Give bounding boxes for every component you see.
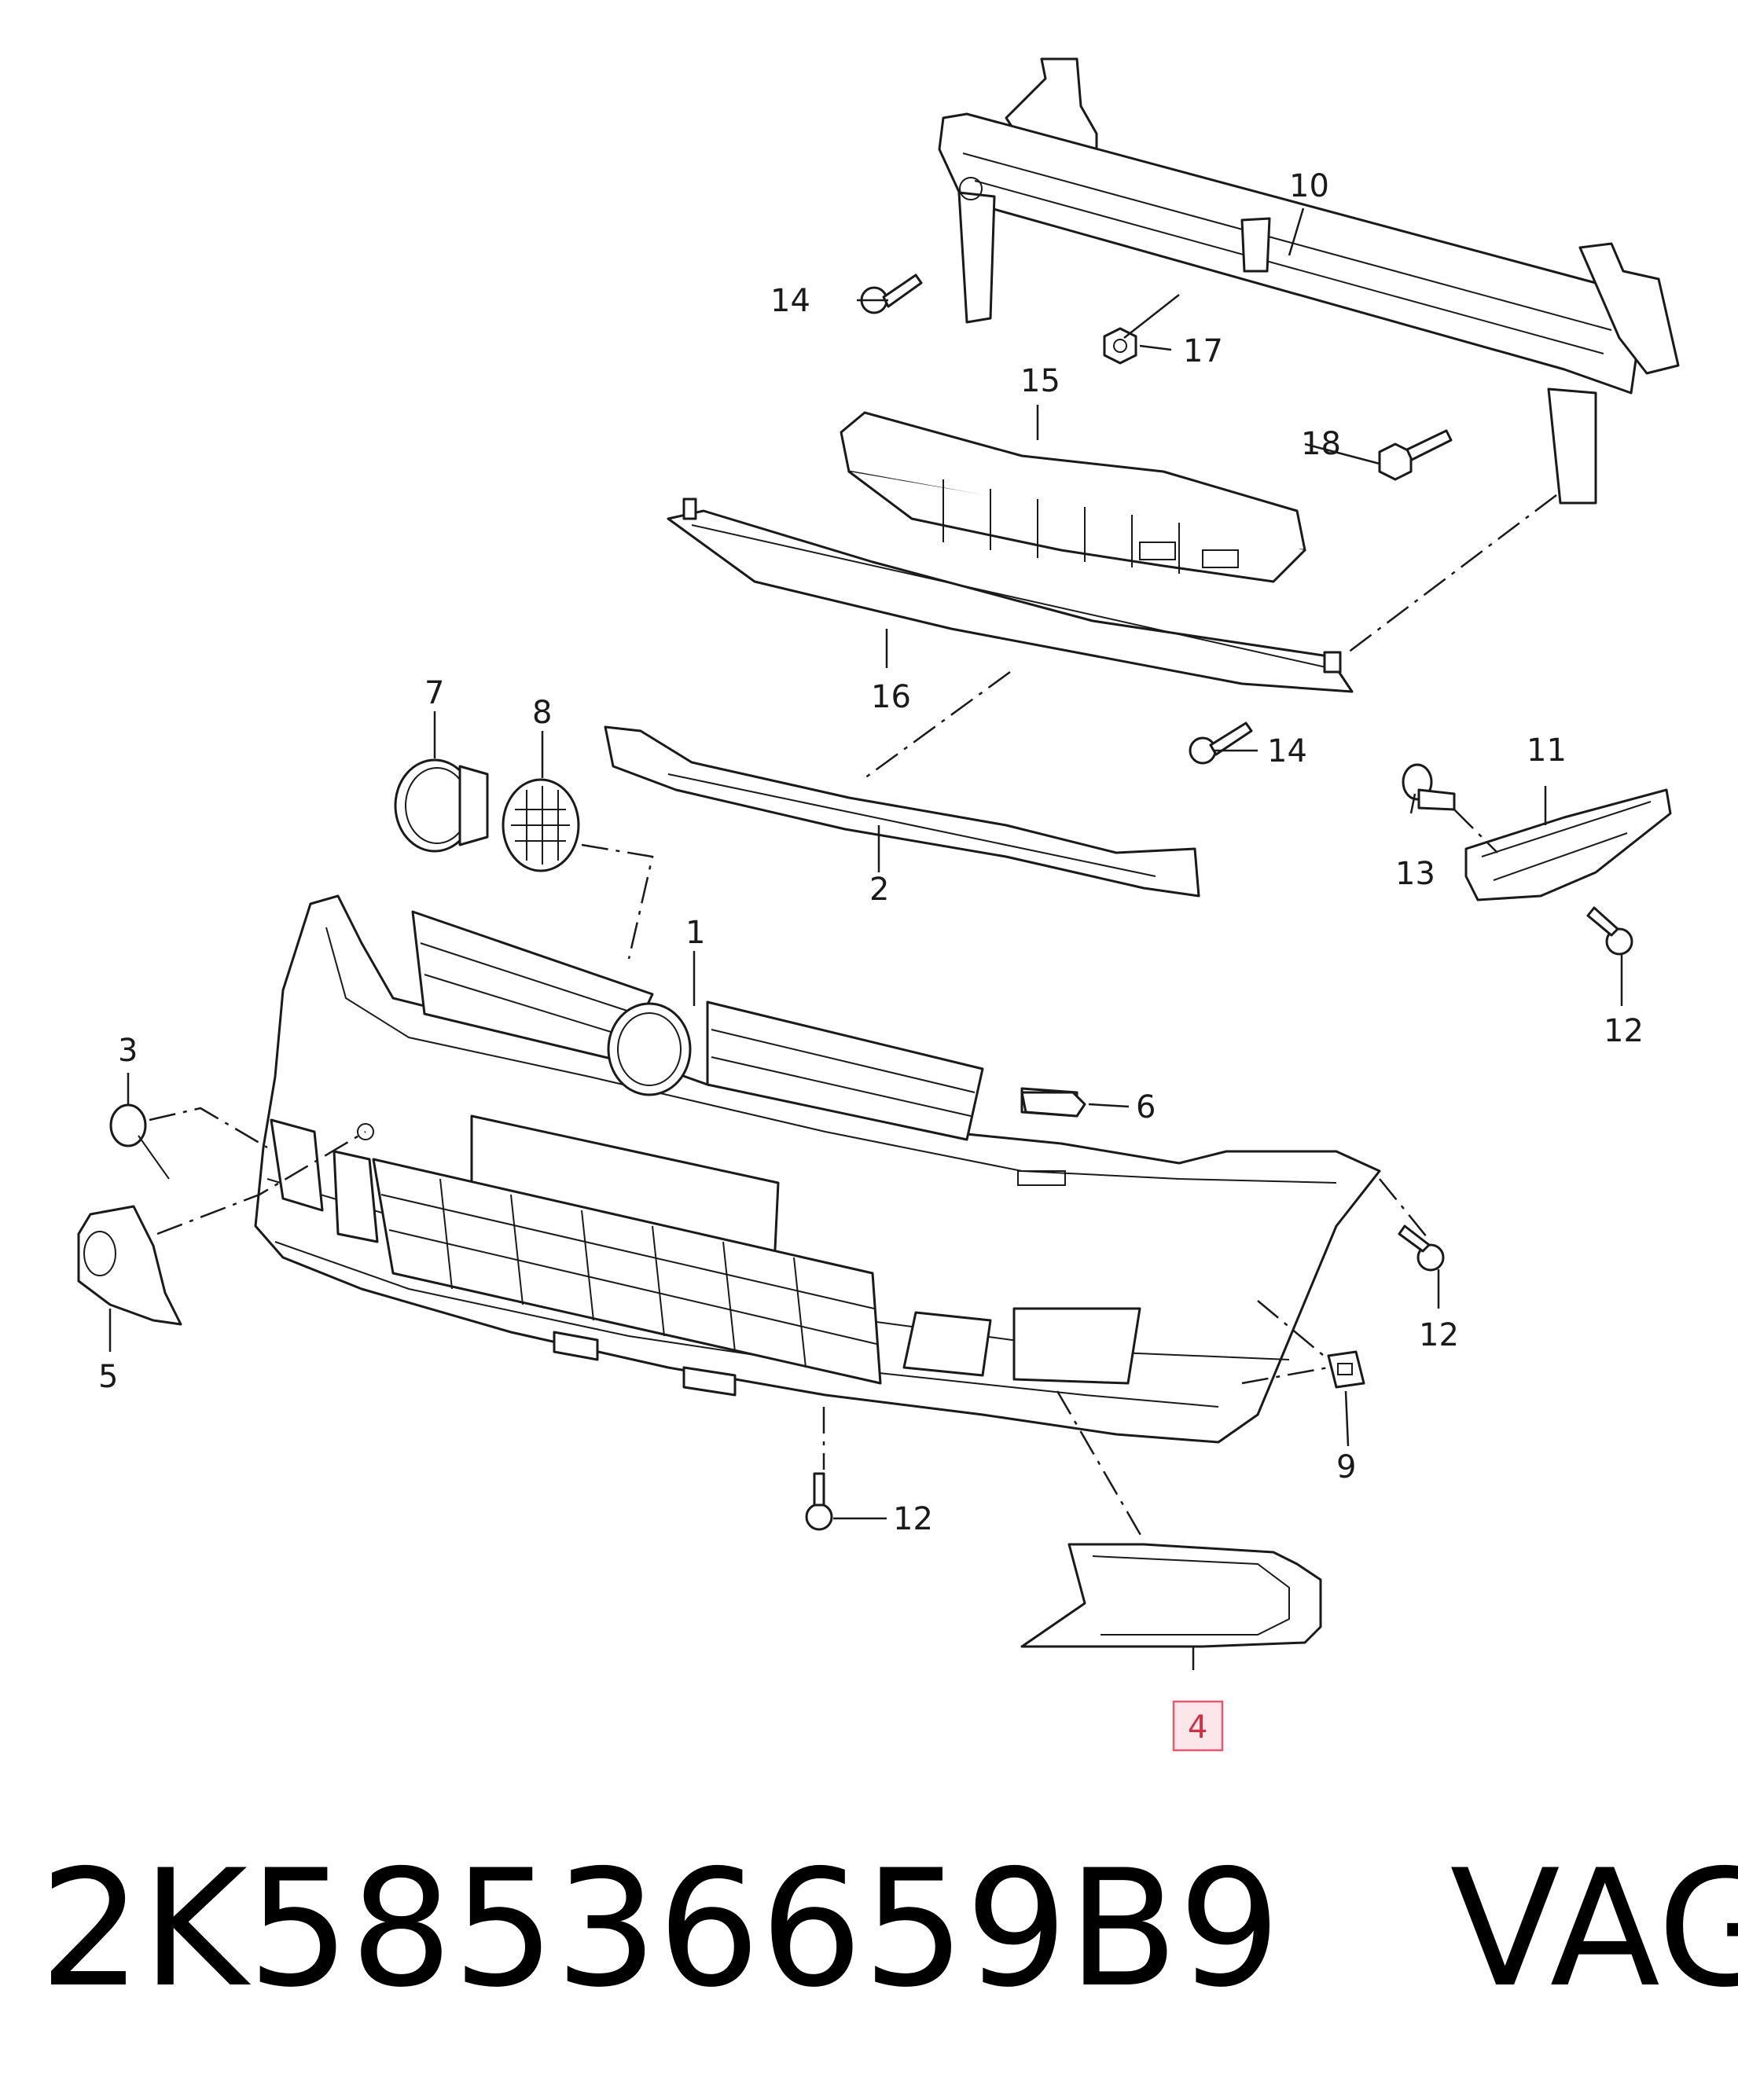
callout-14-mid: 14	[1267, 733, 1307, 769]
assembly-lines	[149, 494, 1557, 1541]
part-3-tow-hook-cap[interactable]	[109, 1103, 170, 1180]
callout-3: 3	[118, 1033, 138, 1069]
callout-6: 6	[1136, 1089, 1156, 1125]
caption: 2K58536659B9 VAG	[39, 1831, 1738, 2028]
screw-12-bracket[interactable]	[1586, 906, 1633, 956]
part-2-trim-strip[interactable]	[604, 725, 1200, 898]
callout-11: 11	[1527, 732, 1567, 769]
screw-12-bottom[interactable]	[805, 1472, 833, 1531]
part-16-guide-profile[interactable]	[667, 497, 1354, 693]
screw-12-side[interactable]	[1398, 1224, 1445, 1272]
part-8-emblem-carrier[interactable]	[502, 778, 580, 872]
callout-18: 18	[1301, 426, 1341, 462]
callout-4: 4	[1188, 1709, 1207, 1746]
part-4-right-fog-grille[interactable]	[1020, 1543, 1322, 1648]
part-5-left-fog-grille[interactable]	[77, 1205, 182, 1326]
callout-5: 5	[98, 1359, 118, 1395]
part-7-emblem[interactable]	[394, 758, 489, 853]
callout-14-top: 14	[770, 283, 810, 319]
callout-2: 2	[869, 872, 889, 908]
callout-8: 8	[532, 695, 552, 731]
callout-16: 16	[871, 679, 911, 715]
part-13-clip[interactable]	[1402, 763, 1456, 811]
bolt-18[interactable]	[1378, 429, 1453, 481]
part-number: 2K58536659B9	[39, 1836, 1281, 2023]
callout-4-highlight-box	[1172, 1700, 1224, 1752]
callout-12-bottom: 12	[893, 1501, 933, 1537]
callout-13: 13	[1395, 856, 1435, 892]
parts-diagram: 10 14 17 15 18 16 14 7 8 11 13 2 1 12 3 …	[77, 57, 1680, 1752]
callout-labels: 10 14 17 15 18 16 14 7 8 11 13 2 1 12 3 …	[98, 168, 1644, 1752]
part-6-cap[interactable]	[1020, 1091, 1086, 1118]
screw-14-top[interactable]	[860, 274, 923, 314]
callout-17: 17	[1183, 333, 1223, 369]
part-11-side-bracket[interactable]	[1464, 788, 1672, 901]
callout-9: 9	[1336, 1449, 1356, 1485]
brand-name: VAG	[1450, 1836, 1738, 2023]
callout-10: 10	[1289, 168, 1329, 204]
part-1-bumper-cover[interactable]	[254, 894, 1381, 1444]
callout-12-side: 12	[1419, 1317, 1459, 1353]
part-9-clip-nut[interactable]	[1327, 1350, 1365, 1389]
part-15-energy-absorber[interactable]	[840, 411, 1306, 583]
leader-lines	[108, 207, 1623, 1670]
screw-14-mid[interactable]	[1189, 721, 1253, 765]
callout-7: 7	[424, 675, 444, 711]
callout-1: 1	[685, 915, 705, 951]
callout-15: 15	[1020, 363, 1060, 399]
nut-17[interactable]	[1103, 327, 1137, 365]
callout-12-bracket: 12	[1604, 1013, 1644, 1049]
